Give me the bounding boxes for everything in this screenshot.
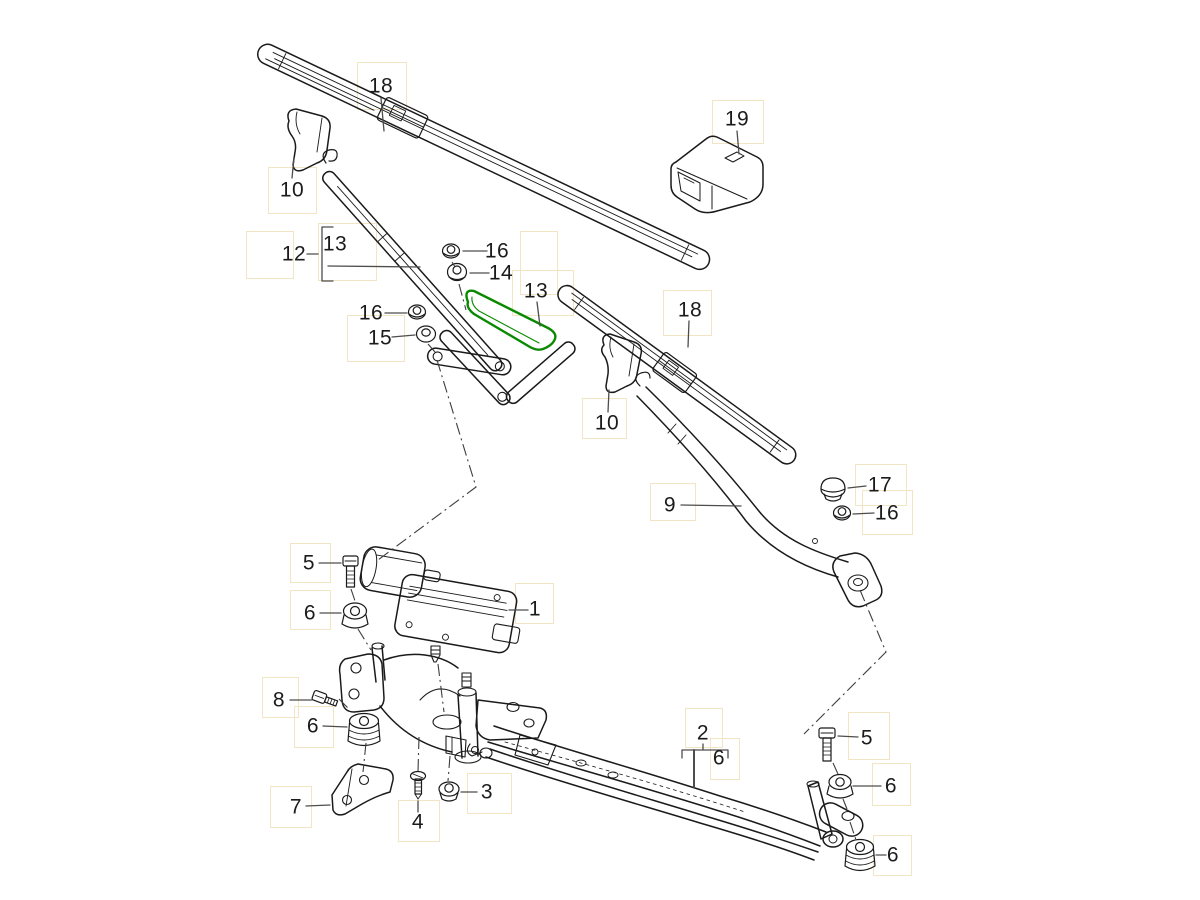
- part-screw-5-left[interactable]: [342, 555, 359, 588]
- part-label-5-screw-right[interactable]: 5: [860, 726, 874, 750]
- part-label-1-motor[interactable]: 1: [528, 597, 542, 621]
- part-label-10-cover-right[interactable]: 10: [594, 411, 620, 435]
- hotspot-spoiler[interactable]: [512, 270, 574, 316]
- part-cap-14[interactable]: [446, 262, 468, 282]
- part-label-16-arm-left[interactable]: 16: [358, 301, 384, 325]
- part-wiper-blade-right[interactable]: [553, 280, 801, 469]
- part-nut-16-top[interactable]: [441, 243, 461, 259]
- part-label-6-grommet-a[interactable]: 6: [303, 601, 317, 625]
- part-linkage-frame-2[interactable]: [338, 642, 867, 861]
- part-screw-8[interactable]: [311, 689, 339, 708]
- part-arm-cover-left[interactable]: [287, 108, 331, 172]
- part-label-16-top[interactable]: 16: [484, 239, 510, 263]
- part-label-4-screw[interactable]: 4: [411, 810, 425, 834]
- part-spoiler-13-highlighted[interactable]: [465, 289, 557, 351]
- part-arm-cover-right[interactable]: [601, 333, 643, 394]
- part-wiper-motor-1[interactable]: [358, 545, 527, 663]
- part-nut-16-right[interactable]: [832, 505, 852, 521]
- hotspot-arm-right[interactable]: [650, 483, 696, 521]
- part-screw-5-right[interactable]: [818, 727, 836, 762]
- part-grommet-6-a[interactable]: [341, 602, 369, 629]
- part-label-8-screw[interactable]: 8: [272, 688, 286, 712]
- part-wiper-arm-left[interactable]: [320, 149, 577, 407]
- hotspot-linkage-6[interactable]: [710, 738, 740, 780]
- hotspot-bracket-7[interactable]: [270, 786, 312, 828]
- part-label-7-bracket[interactable]: 7: [289, 795, 303, 819]
- part-label-3-nut[interactable]: 3: [480, 780, 494, 804]
- part-label-12-arm-left[interactable]: 12: [281, 242, 307, 266]
- part-nut-3[interactable]: [438, 781, 460, 802]
- part-control-module-19[interactable]: [670, 135, 764, 214]
- hotspot-grommet-6-c[interactable]: [872, 763, 911, 806]
- part-label-13-spoiler[interactable]: 13: [523, 279, 549, 303]
- part-label-19-module[interactable]: 19: [724, 107, 750, 131]
- part-label-14-cap[interactable]: 14: [488, 261, 514, 285]
- hotspot-nut-right[interactable]: [862, 490, 913, 535]
- part-label-18-blade-right[interactable]: 18: [677, 298, 703, 322]
- hotspot-screw-8[interactable]: [262, 677, 299, 718]
- part-washer-15[interactable]: [415, 325, 437, 343]
- hotspot-nut-3[interactable]: [467, 773, 512, 814]
- centerlines: [338, 261, 887, 841]
- part-label-6-grommet-c[interactable]: 6: [884, 774, 898, 798]
- part-cap-17[interactable]: [820, 477, 846, 502]
- hotspot-cap-right[interactable]: [855, 464, 907, 506]
- part-label-9-arm-right[interactable]: 9: [663, 493, 677, 517]
- part-label-6-grommet-b[interactable]: 6: [306, 714, 320, 738]
- part-label-15-washer[interactable]: 15: [367, 326, 393, 350]
- hotspot-arm-left-12[interactable]: [246, 231, 294, 279]
- hotspot-blade-right[interactable]: [663, 290, 712, 336]
- hotspot-arm-cover-right[interactable]: [582, 398, 627, 439]
- part-grommet-6-d[interactable]: [844, 838, 876, 872]
- hotspot-arm-left-13[interactable]: [318, 223, 377, 281]
- part-bracket-7[interactable]: [331, 763, 394, 816]
- part-wiper-blade-left[interactable]: [254, 38, 715, 274]
- part-nut-16-arm-left[interactable]: [407, 304, 427, 320]
- part-label-18-blade-left[interactable]: 18: [368, 74, 394, 98]
- leader-lines: [289, 97, 887, 856]
- part-label-2-linkage[interactable]: 2: [696, 721, 710, 745]
- hotspot-motor[interactable]: [515, 583, 554, 624]
- part-wiper-arm-right[interactable]: [635, 371, 883, 608]
- part-screw-4[interactable]: [409, 770, 427, 800]
- part-label-16-right[interactable]: 16: [874, 501, 900, 525]
- part-label-17-cap-right[interactable]: 17: [867, 473, 893, 497]
- part-label-5-screw-left[interactable]: 5: [302, 551, 316, 575]
- part-label-13-arm-sub[interactable]: 13: [322, 232, 348, 256]
- part-grommet-6-c[interactable]: [826, 773, 854, 799]
- hotspot-linkage-2[interactable]: [685, 708, 723, 748]
- part-label-6-linkage-sub[interactable]: 6: [712, 746, 726, 770]
- part-label-6-grommet-d[interactable]: 6: [886, 843, 900, 867]
- hotspot-nut-cap-top[interactable]: [520, 231, 558, 295]
- hotspot-grommet-6-a[interactable]: [290, 590, 331, 630]
- part-label-10-cover-left[interactable]: 10: [279, 178, 305, 202]
- part-grommet-6-b[interactable]: [347, 712, 381, 747]
- hotspot-screw-4[interactable]: [398, 800, 440, 842]
- hotspot-nut-washer-left[interactable]: [347, 315, 405, 362]
